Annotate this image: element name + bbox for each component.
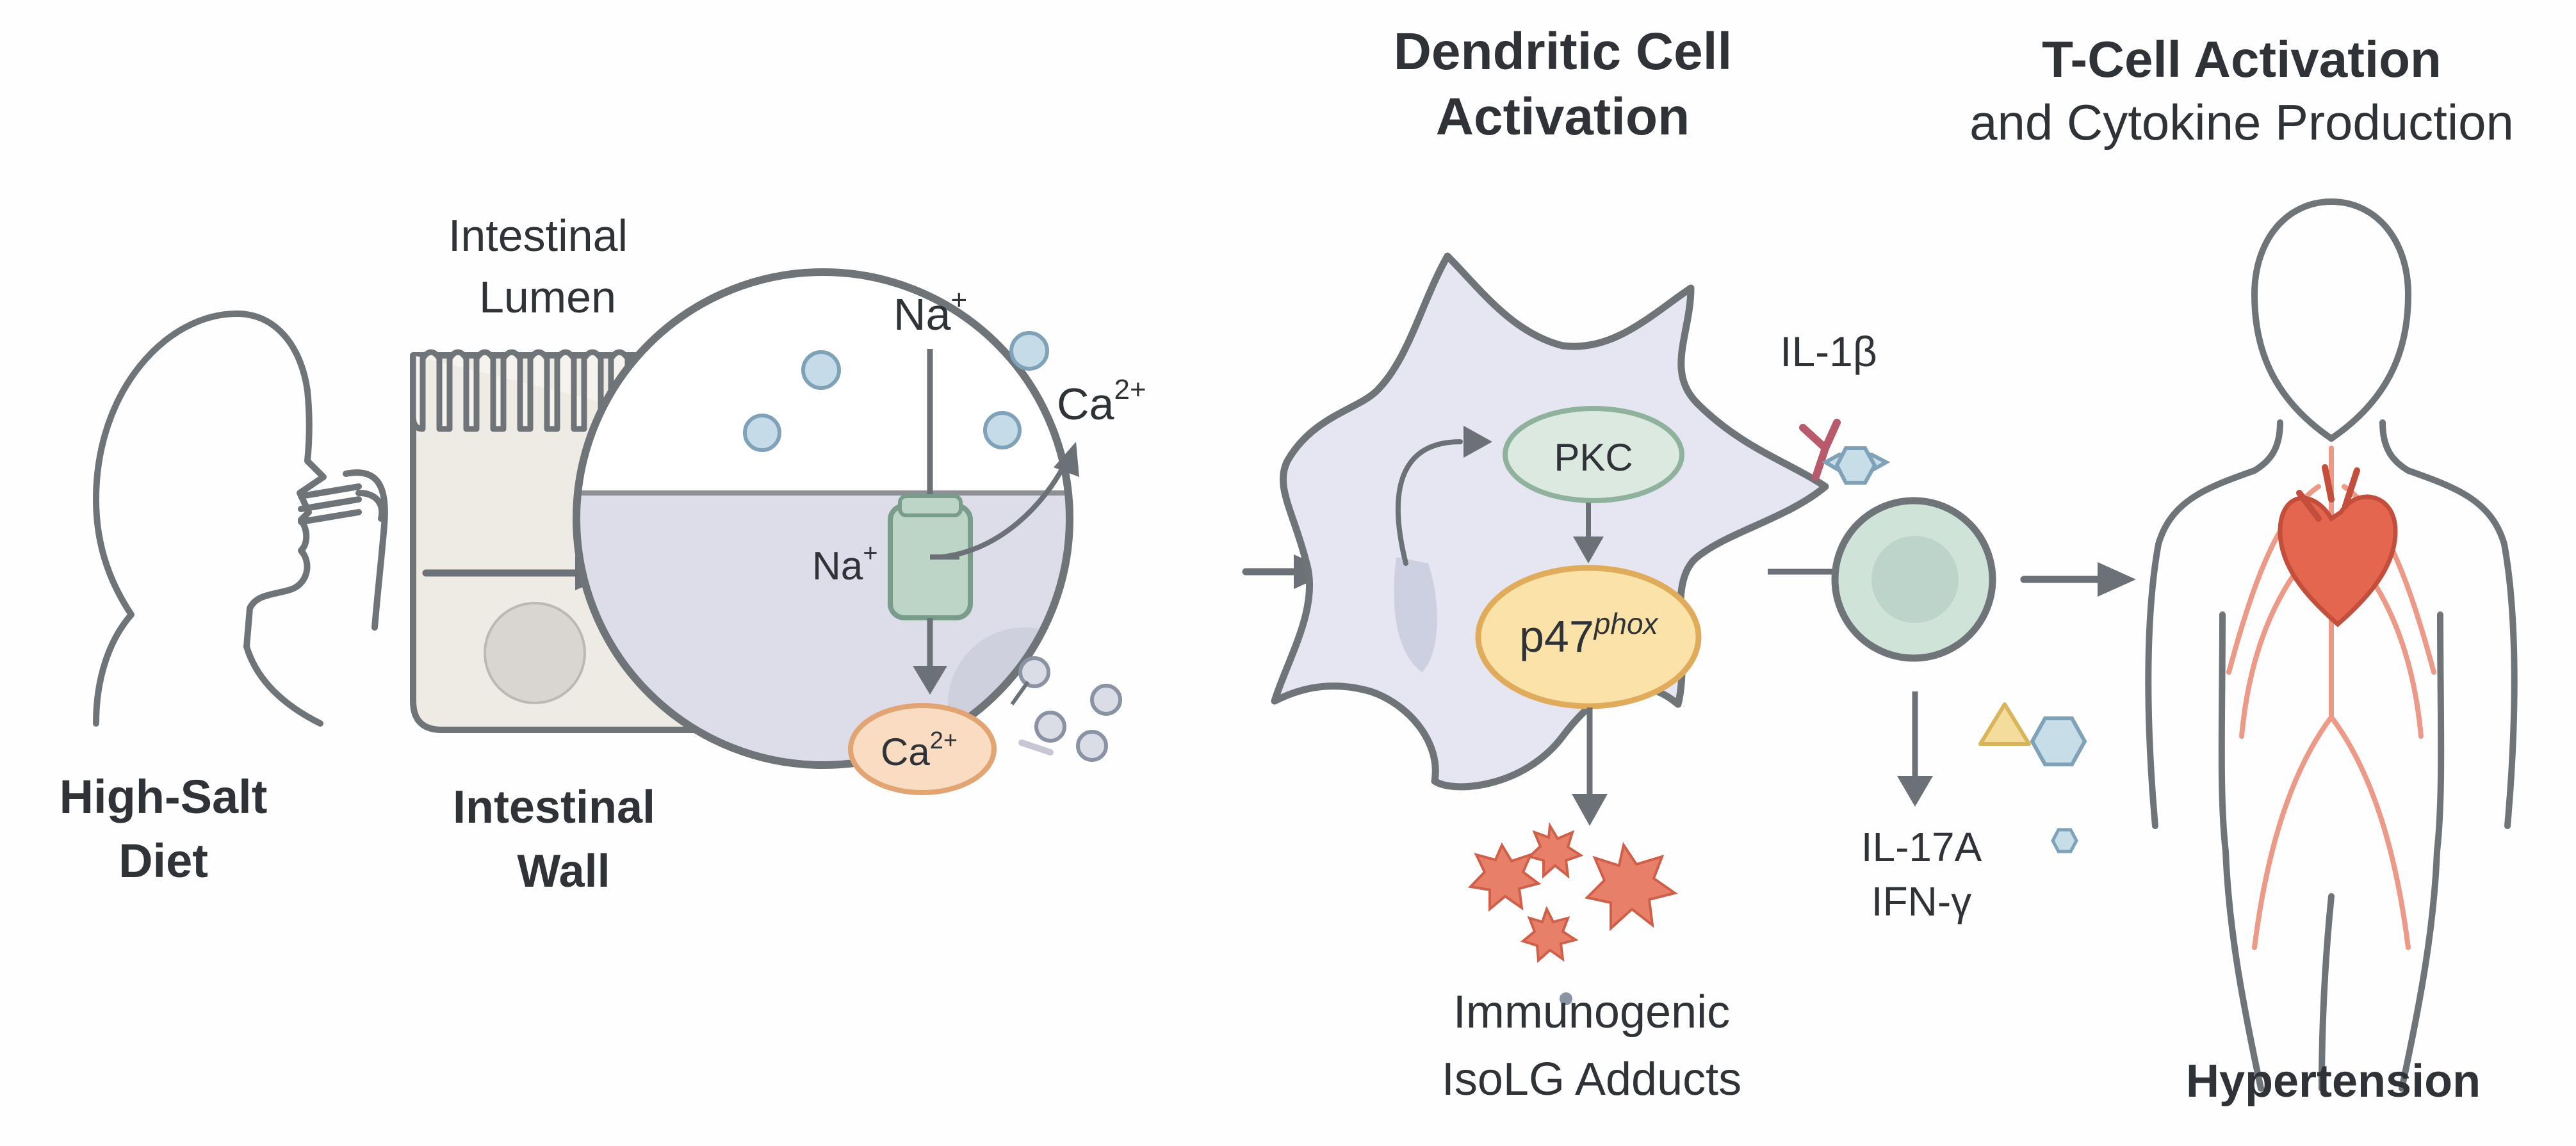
dendritic-cell: PKC p47phox (1271, 252, 1829, 826)
cytokine-triangle (1978, 702, 2031, 746)
body-outline (2145, 198, 2518, 1092)
label-ca-inner: Ca2+ (881, 727, 958, 773)
vesicle (1018, 656, 1050, 688)
vesicle (1034, 711, 1066, 743)
label-lumen-line2: Lumen (479, 272, 616, 322)
label-ifng: IFN-γ (1871, 878, 1971, 924)
head-profile-outline (93, 311, 327, 727)
title-dendritic-cell-activation: Dendritic Cell Activation (1394, 22, 1732, 146)
sodium-channel (888, 503, 973, 620)
label-wall-line1: Intestinal (453, 782, 655, 833)
label-il17a: IL-17A (1861, 824, 1982, 870)
ion-particle (1009, 331, 1049, 371)
label-diet-line1: High-Salt (60, 770, 268, 823)
label-hypertension: Hypertension (2186, 1056, 2481, 1107)
fork-icon (298, 483, 386, 525)
arrow-to-hypertension (2020, 562, 2136, 597)
p47phox-node (1475, 565, 1702, 709)
label-wall-line2: Wall (517, 846, 610, 897)
adduct-star (1467, 842, 1542, 912)
cytokine-hexagon (2030, 716, 2087, 766)
label-ca-top: Ca2+ (1057, 374, 1146, 429)
title-dendritic-line1: Dendritic Cell (1394, 22, 1732, 81)
ion-particle (743, 414, 781, 452)
label-p47phox: p47phox (1519, 607, 1659, 661)
title-dendritic-line2: Activation (1436, 88, 1690, 146)
dendritic-nucleus-shadow (1394, 557, 1437, 672)
calcium-ellipse (848, 703, 997, 795)
label-pkc: PKC (1554, 436, 1633, 479)
adduct-star (1527, 821, 1584, 879)
pkc-feedback-arrow (1396, 439, 1463, 566)
label-lumen-line1: Intestinal (448, 211, 628, 261)
label-adducts-line1: Immunogenic (1453, 987, 1730, 1038)
il1b-receptor-icon (1799, 419, 1841, 481)
hand-icon (343, 469, 388, 631)
vesicle (1090, 684, 1122, 716)
cytokine-hexagon (2051, 828, 2078, 853)
label-adducts-line2: IsoLG Adducts (1442, 1054, 1741, 1105)
t-cell: IL-17A IFN-γ (1831, 497, 2087, 924)
il1b-signal: IL-1β (1780, 328, 1891, 485)
t-cell-nucleus (1871, 536, 1959, 623)
adduct-star (1520, 905, 1579, 964)
person-eating-icon: High-Salt Diet (60, 311, 388, 887)
nucleus (484, 602, 586, 704)
title-tcell-line1: T-Cell Activation (2042, 31, 2441, 88)
pkc-node (1503, 406, 1684, 503)
adduct-star (1584, 841, 1678, 932)
ion-particle (983, 411, 1022, 449)
dendritic-cell-body (1271, 252, 1829, 791)
title-tcell-line2: and Cytokine Production (1969, 94, 2514, 150)
human-body-icon: Hypertension (2145, 198, 2518, 1107)
label-na-channel: Na+ (812, 539, 878, 588)
label-diet-line2: Diet (118, 834, 208, 887)
isolg-adducts: Immunogenic IsoLG Adducts (1442, 821, 1741, 1105)
label-na-top: Na+ (893, 284, 967, 339)
ion-particle (801, 350, 841, 390)
title-tcell-activation: T-Cell Activation and Cytokine Productio… (1969, 31, 2514, 150)
label-il1b: IL-1β (1780, 328, 1877, 375)
heart-icon (2278, 494, 2398, 627)
vesicle (1076, 730, 1108, 762)
ca-release-arrow (939, 458, 1069, 560)
cytokine-hexagon (1834, 446, 1877, 485)
